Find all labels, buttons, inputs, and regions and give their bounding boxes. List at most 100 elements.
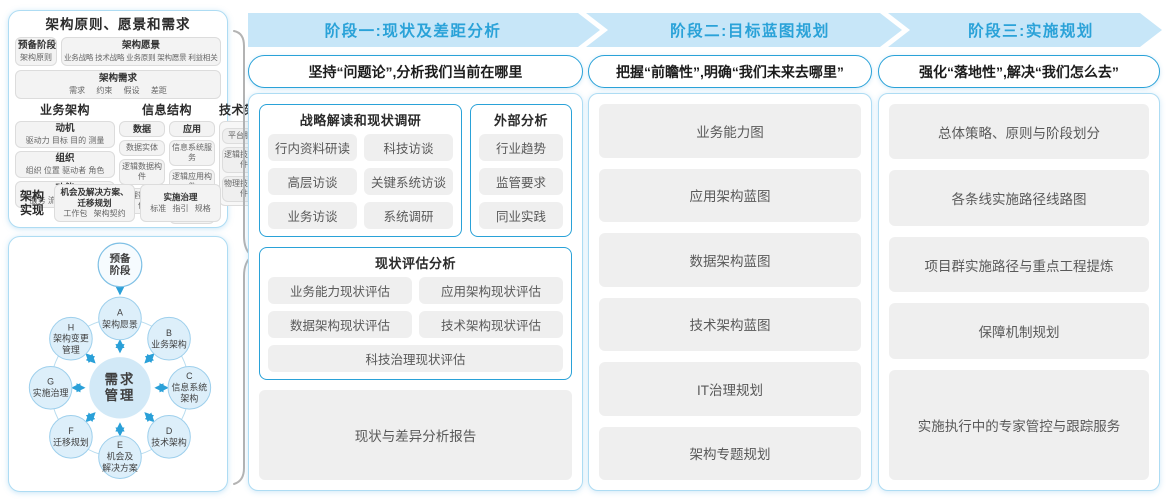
center-arrow-sw bbox=[85, 412, 96, 423]
node-g-letter: G bbox=[47, 376, 54, 386]
data-header: 数据 bbox=[119, 121, 165, 137]
phase1-top-row: 战略解读和现状调研 行内资料研读 科技访谈 高层访谈 关键系统访谈 业务访谈 系… bbox=[259, 104, 572, 237]
node-e-label2: 解决方案 bbox=[102, 462, 138, 473]
phase3-items: 总体策略、原则与阶段划分 各条线实施路径线路图 项目群实施路径与重点工程提炼 保… bbox=[889, 104, 1149, 481]
organization-sub: 组织 位置 驱动者 角色 bbox=[25, 166, 105, 175]
assessment-group: 现状评估分析 业务能力现状评估 应用架构现状评估 数据架构现状评估 技术架构现状… bbox=[259, 247, 572, 380]
opportunities-title: 机会及解决方案、迁移规划 bbox=[60, 187, 129, 208]
phase2-title: 阶段二:目标蓝图规划 bbox=[670, 23, 830, 40]
prep-node-line1: 预备 bbox=[110, 252, 131, 265]
info-structure-header: 信息结构 bbox=[141, 103, 192, 117]
phase2-item: 技术架构蓝图 bbox=[599, 297, 861, 351]
app-item: 信息系统服务 bbox=[169, 140, 215, 166]
info-app-column: x 应用 信息系统服务 逻辑应用构件 物理应用构件 bbox=[169, 103, 215, 224]
node-b-label: 业务架构 bbox=[151, 339, 187, 350]
opportunities-box: 机会及解决方案、迁移规划 工作包 架构契约 bbox=[54, 184, 135, 222]
phase3-panel: 总体策略、原则与阶段划分 各条线实施路径线路图 项目群实施路径与重点工程提炼 保… bbox=[878, 93, 1160, 491]
requirements-box: 架构需求 需求 约束 假设 差距 bbox=[15, 70, 221, 99]
survey-grid: 行内资料研读 科技访谈 高层访谈 关键系统访谈 业务访谈 系统调研 bbox=[268, 134, 453, 229]
realization-label: 架构实现 bbox=[19, 189, 44, 217]
assessment-item: 技术架构现状评估 bbox=[419, 311, 563, 338]
external-group-title: 外部分析 bbox=[493, 113, 548, 128]
survey-group: 战略解读和现状调研 行内资料研读 科技访谈 高层访谈 关键系统访谈 业务访谈 系… bbox=[259, 104, 462, 237]
assessment-group-title: 现状评估分析 bbox=[374, 256, 456, 271]
node-b-letter: B bbox=[166, 328, 172, 338]
external-group: 外部分析 行业趋势 监管要求 同业实践 bbox=[470, 104, 572, 237]
requirements-title: 架构需求 bbox=[98, 73, 137, 84]
external-grid: 行业趋势 监管要求 同业实践 bbox=[479, 134, 563, 229]
center-label-line2: 管理 bbox=[105, 387, 136, 403]
survey-item: 业务访谈 bbox=[268, 202, 357, 229]
external-item: 同业实践 bbox=[479, 202, 563, 229]
prep-title: 预备阶段 bbox=[18, 40, 57, 51]
prep-vision-row: 预备阶段 架构原则 架构愿景 业务战略 技术战略 业务原则 架构愿景 利益相关者 bbox=[15, 37, 221, 66]
phase3-title: 阶段三:实施规划 bbox=[968, 23, 1094, 40]
organization-box: 组织 组织 位置 驱动者 角色 bbox=[15, 151, 115, 178]
impl-governance-sub: 标准 指引 规格 bbox=[150, 203, 211, 213]
node-c-label2: 架构 bbox=[180, 393, 198, 404]
center-arrow-ne bbox=[144, 353, 155, 364]
data-item: 逻辑数据构件 bbox=[119, 159, 165, 185]
phase2-item: 数据架构蓝图 bbox=[599, 233, 861, 287]
node-e-letter: E bbox=[117, 440, 123, 450]
node-a-label: 架构愿景 bbox=[102, 318, 138, 329]
app-header: 应用 bbox=[169, 121, 215, 137]
node-c bbox=[167, 365, 212, 410]
phase2-panel: 业务能力图 应用架构蓝图 数据架构蓝图 技术架构蓝图 IT治理规划 架构专题规划 bbox=[588, 93, 872, 491]
phase2-item: IT治理规划 bbox=[599, 362, 861, 416]
phase3-item: 总体策略、原则与阶段划分 bbox=[889, 104, 1149, 160]
node-a bbox=[98, 296, 142, 341]
node-e bbox=[98, 435, 142, 479]
phase3-band: 阶段三:实施规划 bbox=[888, 13, 1162, 47]
node-d bbox=[147, 415, 191, 459]
motivation-box: 动机 驱动力 目标 目的 测量 bbox=[15, 121, 115, 148]
prep-node-line2: 阶段 bbox=[110, 264, 131, 277]
phase3-item: 项目群实施路径与重点工程提炼 bbox=[889, 236, 1149, 293]
vision-box: 架构愿景 业务战略 技术战略 业务原则 架构愿景 利益相关者 bbox=[61, 37, 221, 66]
organization-title: 组织 bbox=[55, 153, 75, 164]
architecture-columns: 业务架构 动机 驱动力 目标 目的 测量 组织 组织 位置 驱动者 角色 功能 … bbox=[15, 103, 269, 224]
node-b bbox=[147, 316, 191, 361]
node-e-label: 机会及 bbox=[107, 451, 134, 462]
survey-item: 系统调研 bbox=[364, 202, 453, 229]
center-arrow-se bbox=[144, 412, 155, 423]
node-f bbox=[49, 415, 93, 459]
phase1-subtitle: 坚持“问题论”,分析我们当前在哪里 bbox=[248, 55, 583, 88]
phase2-subtitle: 把握“前瞻性”,明确“我们未来去哪里” bbox=[588, 55, 872, 88]
node-h-letter: H bbox=[68, 322, 74, 332]
survey-item: 高层访谈 bbox=[268, 168, 357, 195]
opportunities-sub: 工作包 架构契约 bbox=[63, 209, 126, 218]
assessment-item: 科技治理现状评估 bbox=[268, 345, 563, 372]
phase1-band: 阶段一:现状及差距分析 bbox=[248, 13, 600, 47]
adm-cycle-panel: 预备 阶段 A 架构愿景 B 业务架构 C 信息系统 架构 D 技术架构 E 机… bbox=[8, 236, 228, 492]
survey-item: 行内资料研读 bbox=[268, 134, 357, 161]
adm-cycle-diagram: 预备 阶段 A 架构愿景 B 业务架构 C 信息系统 架构 D 技术架构 E 机… bbox=[28, 242, 212, 479]
center-label-line1: 需求 bbox=[105, 371, 136, 387]
phase1-title: 阶段一:现状及差距分析 bbox=[324, 23, 502, 40]
phase3-item: 各条线实施路径线路图 bbox=[889, 170, 1149, 226]
prep-phase-box: 预备阶段 架构原则 bbox=[15, 37, 57, 66]
phase3-item: 实施执行中的专家管控与跟踪服务 bbox=[889, 369, 1149, 481]
node-g bbox=[28, 365, 73, 410]
node-h bbox=[49, 316, 93, 361]
survey-item: 关键系统访谈 bbox=[364, 168, 453, 195]
assessment-item: 数据架构现状评估 bbox=[268, 311, 412, 338]
phase2-item: 业务能力图 bbox=[599, 104, 861, 158]
assessment-item: 应用架构现状评估 bbox=[419, 277, 563, 304]
prep-phase-node bbox=[97, 242, 143, 288]
center-node bbox=[89, 357, 151, 419]
assessment-item: 业务能力现状评估 bbox=[268, 277, 412, 304]
survey-item: 科技访谈 bbox=[364, 134, 453, 161]
phase2-band: 阶段二:目标蓝图规划 bbox=[586, 13, 902, 47]
node-d-letter: D bbox=[166, 426, 172, 436]
node-f-letter: F bbox=[68, 426, 74, 436]
business-arch-header: 业务架构 bbox=[39, 103, 90, 117]
motivation-title: 动机 bbox=[55, 123, 75, 134]
phase2-item: 架构专题规划 bbox=[599, 426, 861, 480]
phase3-subtitle: 强化“落地性”,解决“我们怎么去” bbox=[878, 55, 1160, 88]
external-item: 监管要求 bbox=[479, 168, 563, 195]
phase3-item: 保障机制规划 bbox=[889, 303, 1149, 359]
architecture-realization-row: 架构实现 机会及解决方案、迁移规划 工作包 架构契约 实施治理 标准 指引 规格 bbox=[15, 184, 221, 222]
vision-title: 架构愿景 bbox=[121, 40, 160, 51]
impl-governance-box: 实施治理 标准 指引 规格 bbox=[140, 184, 221, 222]
